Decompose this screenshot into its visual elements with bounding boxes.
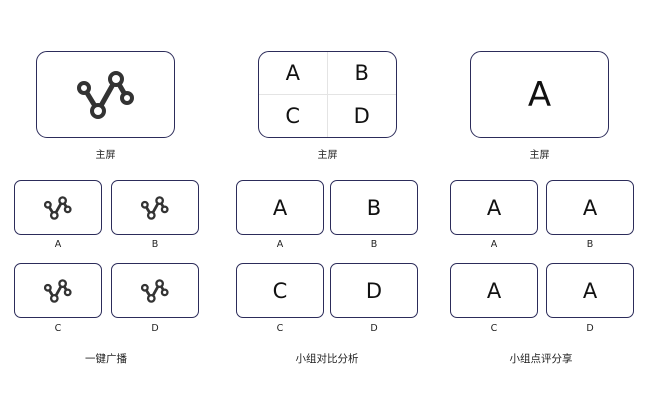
main-screen-review: A xyxy=(470,51,609,138)
screen-content: D xyxy=(365,278,383,303)
screen-b xyxy=(111,180,199,235)
main-screen-comparison: A B C D xyxy=(258,51,397,138)
main-screen-content: A xyxy=(527,74,552,115)
grid-cell: A xyxy=(259,52,328,95)
screen-a: A xyxy=(450,180,538,235)
chart-nodes-icon xyxy=(44,278,72,303)
chart-nodes-icon xyxy=(76,70,134,119)
grid-cell: B xyxy=(327,52,396,95)
mode-caption-broadcast: 一键广播 xyxy=(85,353,127,365)
screen-label: D xyxy=(586,323,594,334)
main-screen-broadcast xyxy=(36,51,175,138)
mode-caption-comparison: 小组对比分析 xyxy=(295,353,359,365)
screen-content: A xyxy=(582,195,598,220)
screen-d: A xyxy=(546,263,634,318)
main-screen-label: 主屏 xyxy=(529,150,550,161)
screen-label: A xyxy=(490,239,498,250)
screen-content: C xyxy=(272,278,288,303)
main-screen-label: 主屏 xyxy=(95,150,116,161)
screen-label: B xyxy=(151,239,159,250)
grid-cell: D xyxy=(353,103,370,128)
chart-nodes-icon xyxy=(44,195,72,220)
screen-label: D xyxy=(370,323,378,334)
screen-c: C xyxy=(236,263,324,318)
quad-grid: A B C D xyxy=(259,52,396,137)
screen-label: C xyxy=(490,323,498,334)
screen-label: D xyxy=(151,323,159,334)
mode-caption-review: 小组点评分享 xyxy=(509,353,573,365)
grid-cell: C xyxy=(259,94,328,137)
screen-a: A xyxy=(236,180,324,235)
screen-label: A xyxy=(54,239,62,250)
screen-b: B xyxy=(330,180,418,235)
screen-label: A xyxy=(276,239,284,250)
screen-content: A xyxy=(582,278,598,303)
chart-nodes-icon xyxy=(141,278,169,303)
chart-nodes-icon xyxy=(141,195,169,220)
screen-content: A xyxy=(272,195,288,220)
screen-label: B xyxy=(370,239,378,250)
screen-label: C xyxy=(54,323,62,334)
screen-content: B xyxy=(366,195,382,220)
screen-c xyxy=(14,263,102,318)
screen-d xyxy=(111,263,199,318)
screen-a xyxy=(14,180,102,235)
screen-c: A xyxy=(450,263,538,318)
screen-b: A xyxy=(546,180,634,235)
screen-content: A xyxy=(486,195,502,220)
screen-label: C xyxy=(276,323,284,334)
screen-content: A xyxy=(486,278,502,303)
screen-d: D xyxy=(330,263,418,318)
main-screen-label: 主屏 xyxy=(317,150,338,161)
screen-label: B xyxy=(586,239,594,250)
